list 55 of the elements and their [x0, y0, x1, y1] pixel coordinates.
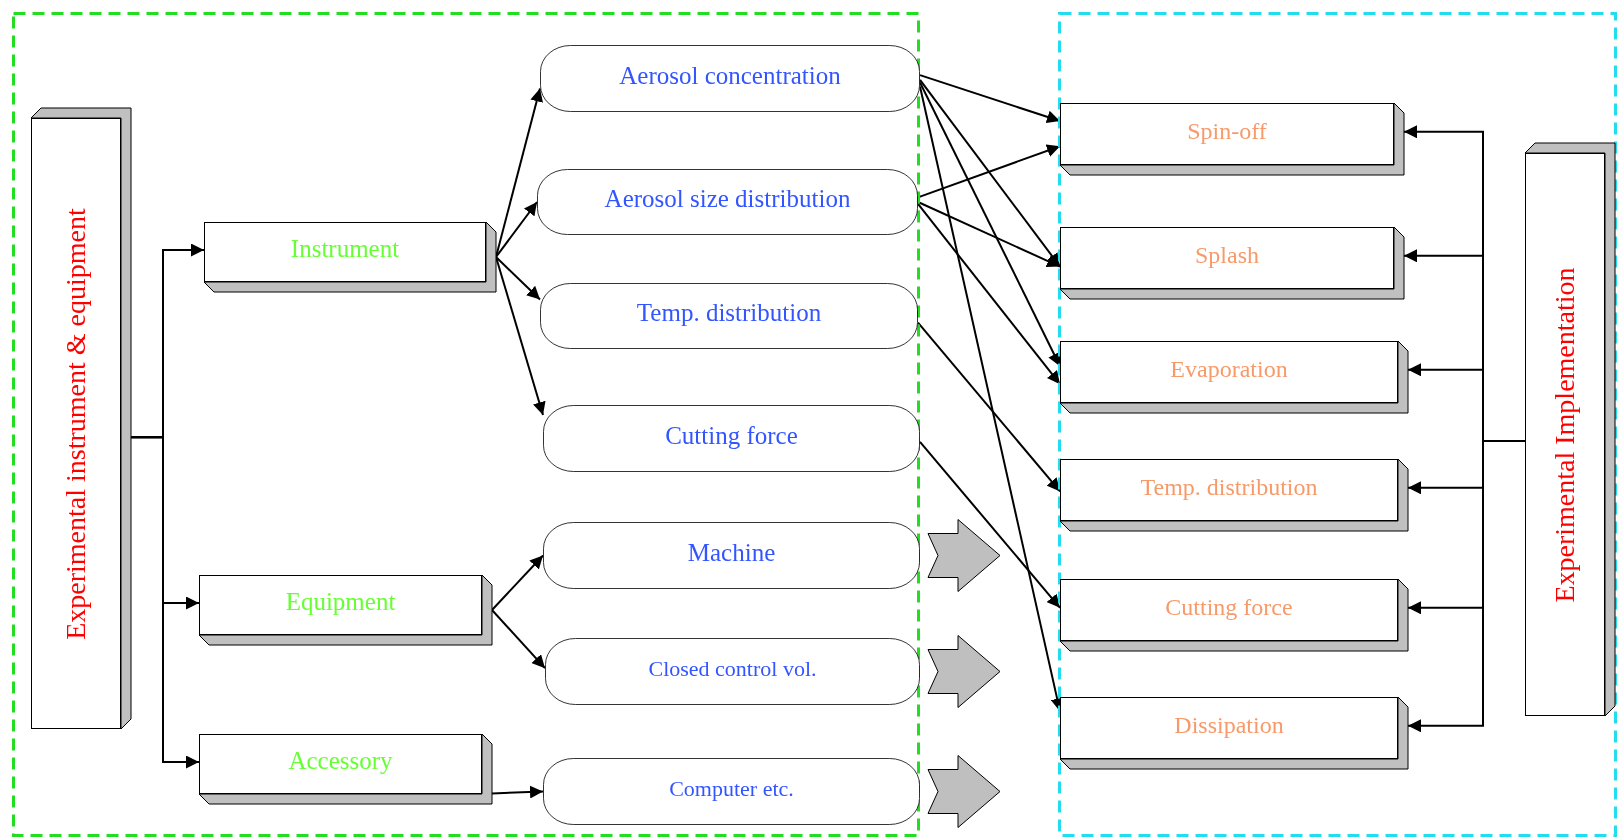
3d-box [199, 575, 492, 645]
3d-box [1525, 143, 1615, 716]
node-label: Experimental Implementation [1549, 266, 1581, 603]
block-arrow [927, 635, 1001, 708]
box [12, 12, 920, 837]
3d-box [204, 222, 496, 292]
arrow [495, 256, 546, 417]
node-label: Cutting force [1165, 593, 1293, 621]
arrow [917, 203, 1061, 386]
arrow [919, 78, 1061, 268]
node-label: Temp. distribution [636, 299, 822, 327]
node-label: Evaporation [1170, 355, 1288, 383]
3d-box [1060, 227, 1404, 299]
node-label: Aerosol concentration [619, 61, 841, 90]
3d-box [1060, 579, 1408, 651]
arrow [491, 609, 546, 670]
box [1058, 12, 1617, 837]
block-arrow [927, 755, 1001, 828]
arrow [491, 785, 544, 799]
rounded-box [537, 169, 918, 235]
3d-box [199, 734, 492, 804]
node-label: Spin-off [1187, 117, 1267, 145]
node-label: Machine [687, 538, 776, 567]
rounded-box [540, 283, 918, 349]
arrow [917, 144, 1061, 199]
node-label: Computer etc. [669, 776, 794, 801]
node-label: Dissipation [1174, 711, 1284, 739]
3d-box [1060, 341, 1408, 413]
arrow [917, 201, 1061, 268]
rounded-box [543, 758, 920, 825]
node-label: Accessory [288, 747, 393, 775]
arrow [919, 440, 1061, 609]
node-label: Aerosol size distribution [604, 185, 851, 213]
block-arrow [927, 519, 1001, 592]
3d-box [1060, 103, 1404, 175]
node-label: Equipment [285, 588, 396, 616]
arrow [919, 74, 1061, 124]
rounded-box [543, 405, 920, 472]
rounded-box [543, 522, 920, 589]
node-label: Instrument [290, 235, 400, 263]
node-label: Experimental instrument & equipment [60, 207, 92, 640]
node-label: Splash [1195, 241, 1259, 269]
3d-box [1060, 697, 1408, 769]
node-label: Closed control vol. [648, 656, 817, 681]
rounded-box [540, 45, 920, 112]
3d-box [31, 108, 131, 729]
arrow [495, 256, 541, 301]
arrow [495, 201, 538, 258]
node-label: Temp. distribution [1140, 473, 1318, 501]
arrow [917, 321, 1061, 493]
rounded-box [545, 638, 920, 705]
node-label: Cutting force [665, 421, 798, 450]
3d-box [1060, 459, 1408, 531]
arrow [491, 554, 544, 611]
arrow [130, 436, 200, 769]
